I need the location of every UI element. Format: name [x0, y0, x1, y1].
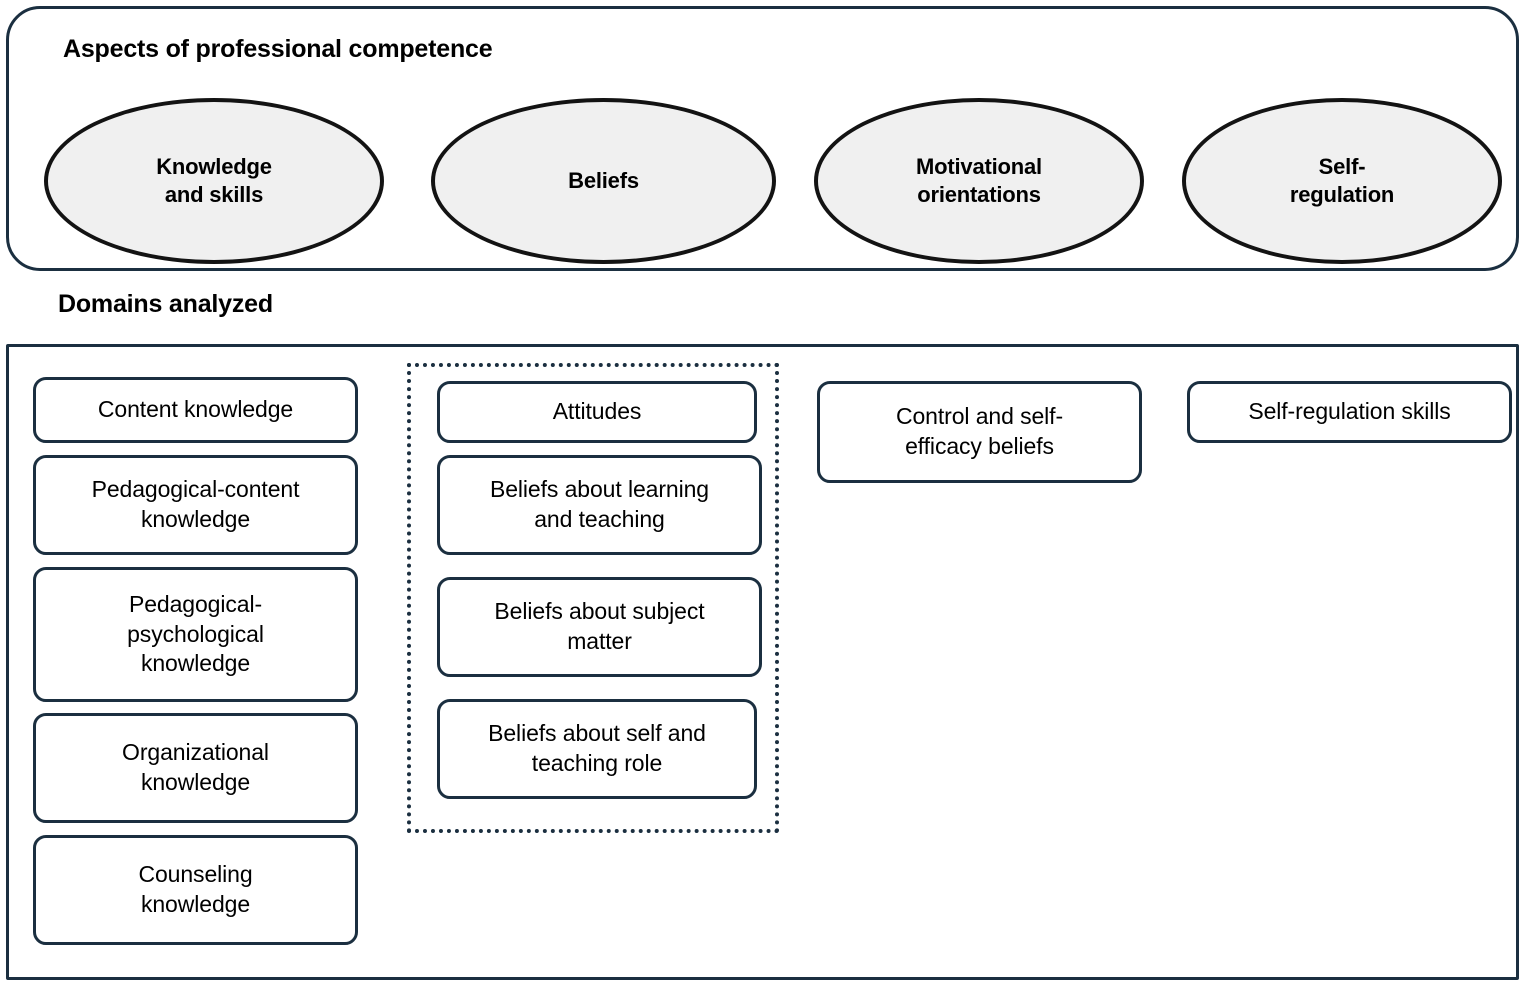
aspects-of-professional-competence-panel: Aspects of professional competence Knowl… — [6, 6, 1519, 271]
aspects-panel-title: Aspects of professional competence — [63, 35, 493, 63]
aspect-ellipse-beliefs: Beliefs — [431, 98, 776, 264]
domain-box-content-knowledge: Content knowledge — [33, 377, 358, 443]
beliefs-dotted-group — [407, 363, 779, 833]
domain-box-self-regulation-skills: Self-regulation skills — [1187, 381, 1512, 443]
domain-box-attitudes: Attitudes — [437, 381, 757, 443]
aspect-ellipse-self-regulation: Self-regulation — [1182, 98, 1502, 264]
domains-analyzed-title: Domains analyzed — [58, 290, 273, 318]
domain-box-control-and-self-efficacy-beliefs: Control and self-efficacy beliefs — [817, 381, 1142, 483]
